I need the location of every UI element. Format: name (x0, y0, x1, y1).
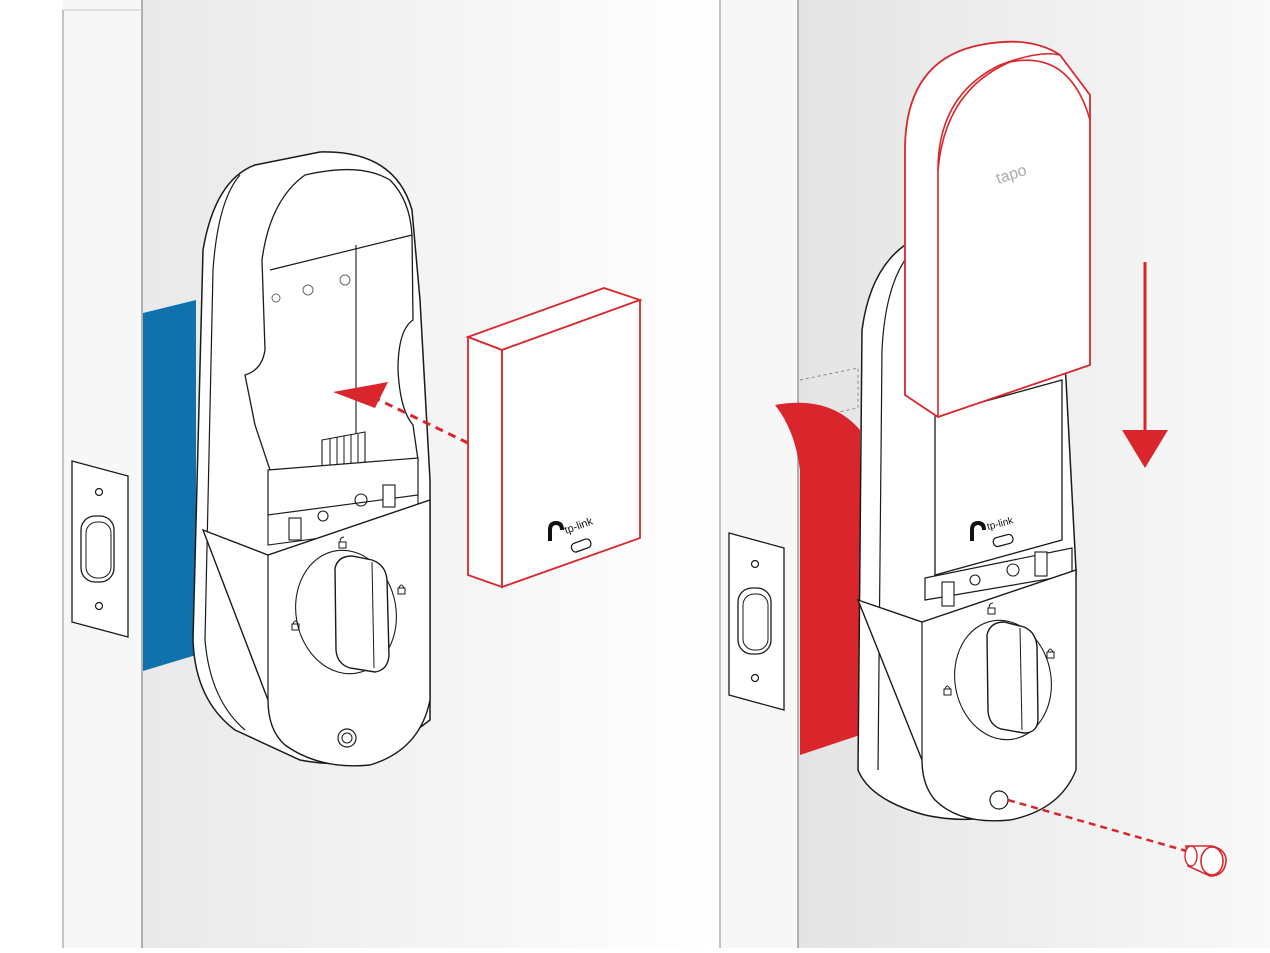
cap-insert-line (1007, 798, 1191, 854)
arrow-down-icon (1122, 262, 1168, 468)
arrow-left-icon (374, 396, 469, 445)
screw-icon (339, 274, 351, 286)
mounting-tape-red (775, 402, 860, 755)
door-edge (720, 0, 798, 948)
screw-cap-icon (1184, 845, 1227, 877)
lock-icon (291, 620, 300, 631)
screw-icon (302, 284, 314, 296)
strike-plate (71, 460, 129, 638)
battery-pack: tp-link (465, 287, 643, 589)
screw-icon (337, 728, 357, 748)
panel-step-install-battery: tp-link (62, 0, 720, 948)
lock-icon (1046, 648, 1055, 659)
usb-c-port-icon (570, 538, 592, 553)
lock-cover: tapo (904, 40, 1091, 418)
unlock-icon (987, 602, 996, 615)
lock-icon (943, 685, 952, 696)
usb-c-port-icon (992, 533, 1014, 548)
mounting-tape-blue (143, 300, 196, 671)
thumb-turn (334, 555, 390, 673)
screw-icon (271, 293, 281, 303)
tp-link-logo-icon (548, 521, 564, 541)
lock-icon (397, 584, 406, 595)
strike-plate (728, 532, 785, 711)
unlock-icon (338, 536, 347, 549)
panel-step-attach-cover: tp-link (719, 0, 1270, 948)
screw-hole-icon (989, 790, 1009, 810)
tp-link-logo-icon (970, 521, 986, 541)
smart-lock-body (192, 151, 431, 767)
thumb-turn (986, 621, 1039, 734)
